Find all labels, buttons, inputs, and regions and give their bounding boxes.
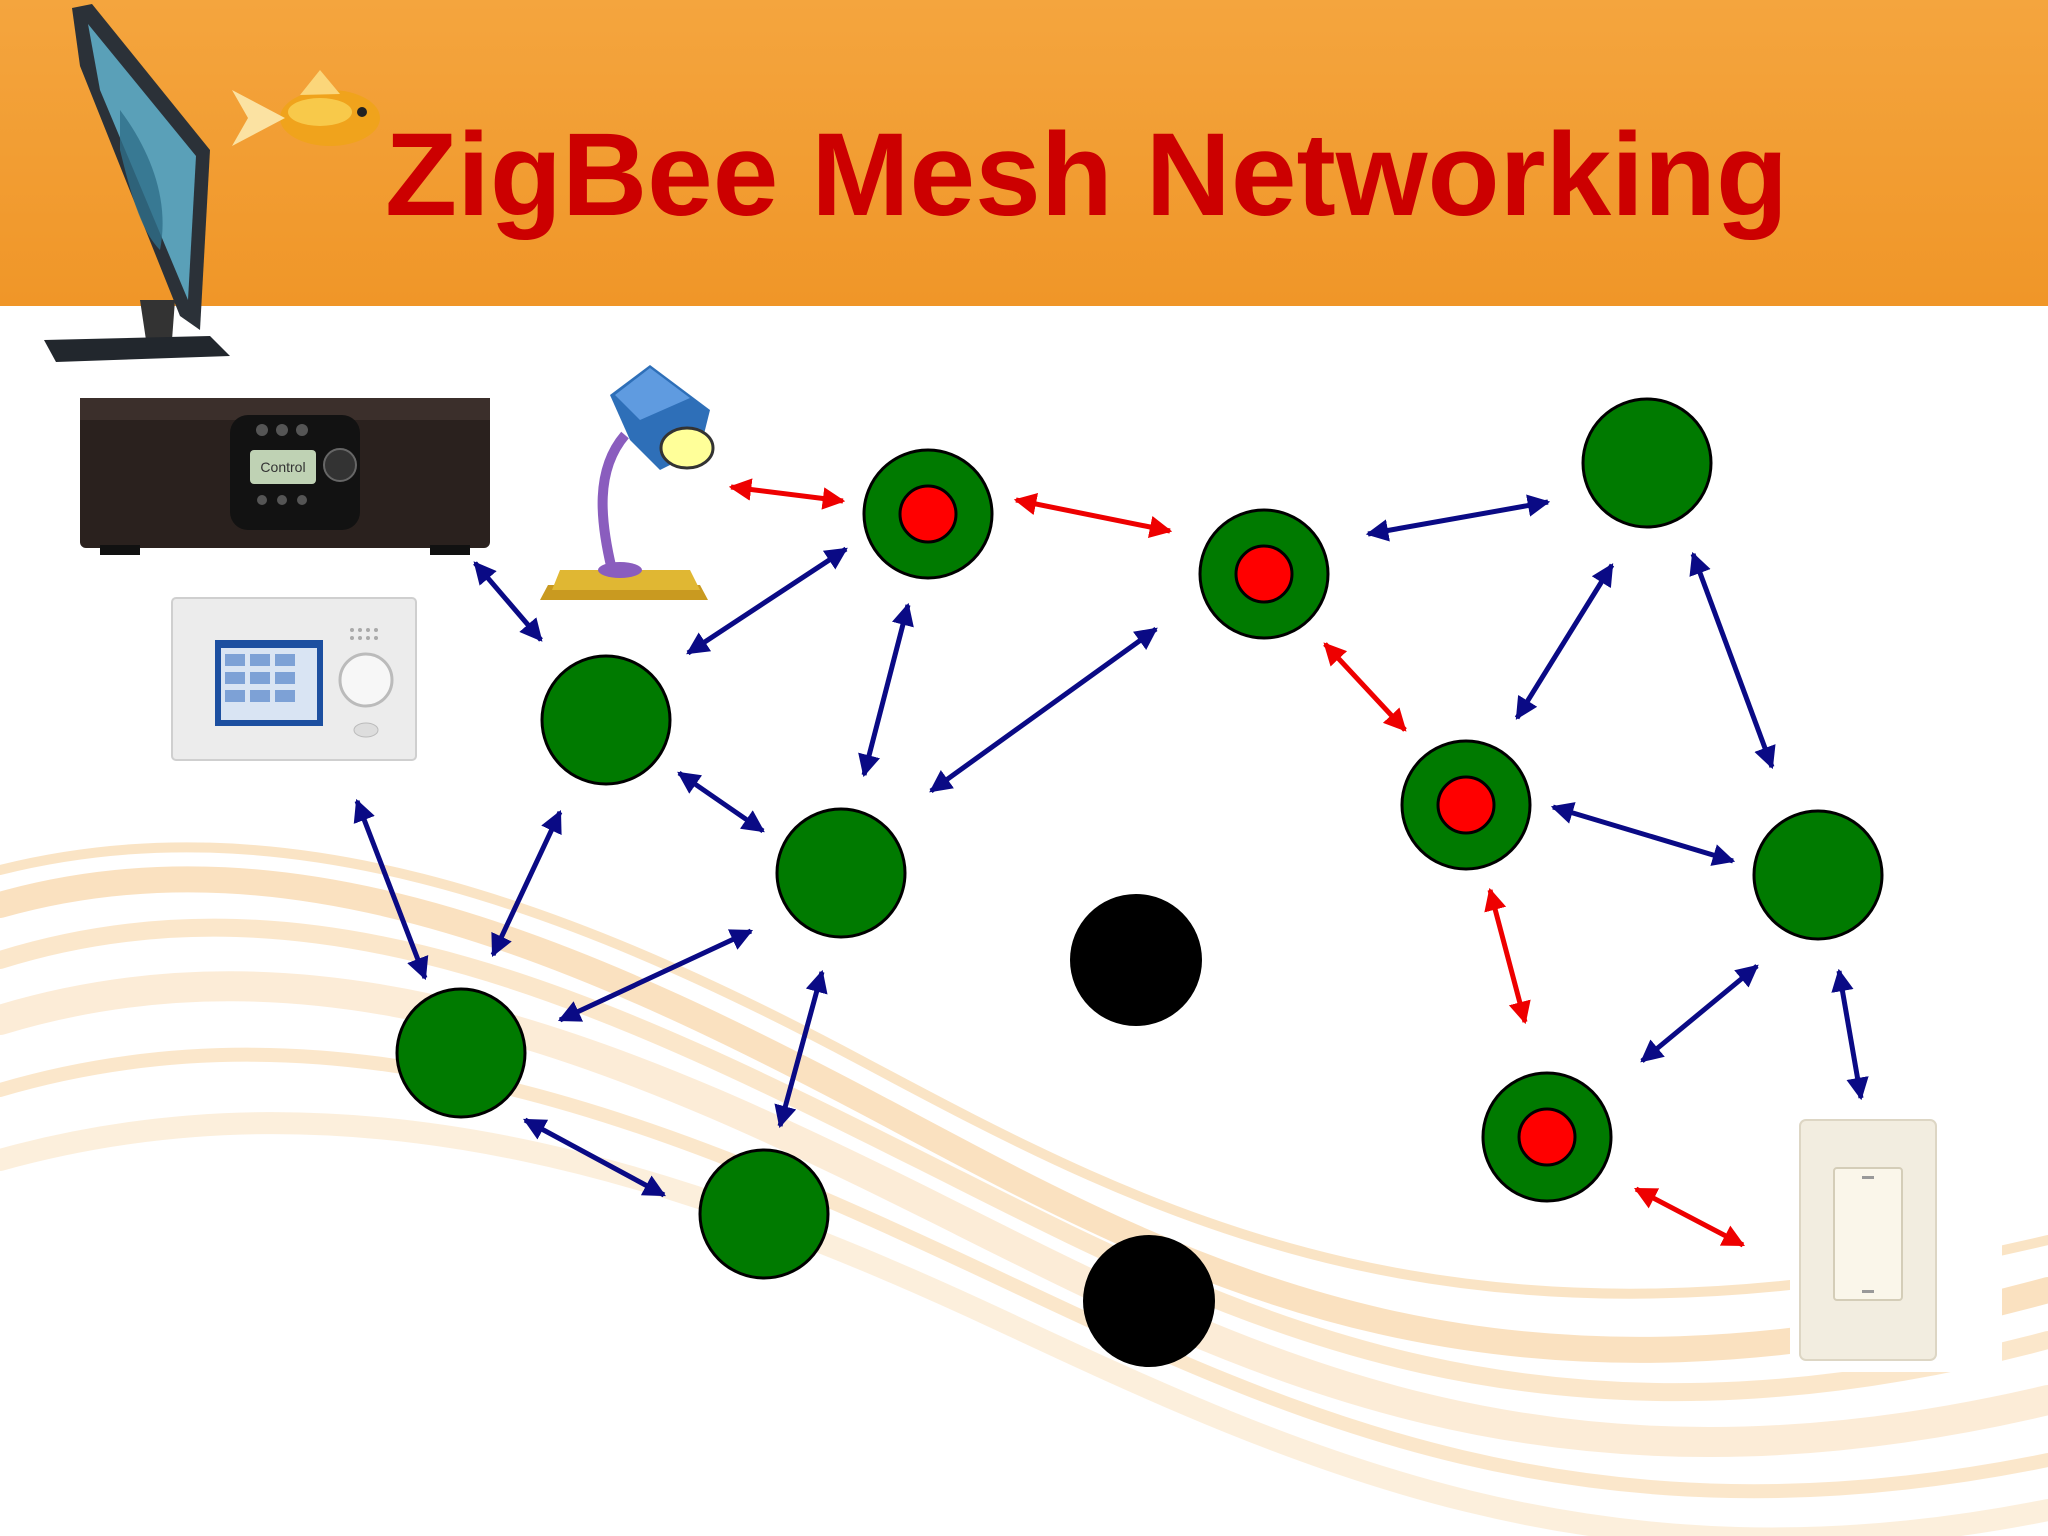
link-router5-switch (1634, 1186, 1745, 1248)
router-node-5-core (1517, 1107, 1577, 1167)
control4-controller-icon: Control (80, 398, 490, 555)
inactive-node-2 (1083, 1235, 1215, 1367)
computer-monitor-icon (44, 4, 230, 362)
link-node1-node3 (490, 809, 563, 958)
mesh-nodes (395, 397, 1884, 1367)
link-router4-node-r (1550, 802, 1736, 866)
link-controller-node1 (473, 561, 543, 642)
link-coordinator-router2 (1013, 492, 1173, 539)
link-node-r-router5 (1640, 964, 1759, 1063)
end-node-4 (698, 1148, 830, 1280)
desk-lamp-icon (540, 365, 715, 600)
end-node-3 (395, 987, 527, 1119)
link-touchpanel-node3 (353, 798, 429, 981)
goldfish-icon (232, 70, 380, 146)
light-switch-icon (1790, 1115, 2002, 1372)
link-coordinator-node1 (686, 546, 848, 656)
end-node-2 (775, 807, 907, 939)
link-router2-node-tr (1365, 494, 1551, 542)
link-node-tr-node-r (1689, 551, 1776, 770)
link-lamp-coordinator (728, 478, 846, 510)
page-title: ZigBee Mesh Networking (385, 109, 1789, 241)
link-node3-node4 (523, 1117, 666, 1198)
end-node-1 (540, 654, 672, 786)
link-coordinator-node2 (858, 602, 914, 778)
end-node-top-right (1581, 397, 1713, 529)
link-node2-node3 (557, 928, 754, 1023)
inactive-node-1 (1070, 894, 1202, 1026)
link-node-r-switch (1831, 968, 1869, 1101)
router-node-2-core (1234, 544, 1294, 604)
link-router2-node2 (929, 626, 1158, 794)
router-node-coordinator-core (898, 484, 958, 544)
controller-screen-text: Control (260, 459, 305, 475)
header-banner (0, 0, 2048, 306)
link-node2-node4 (774, 969, 828, 1129)
link-node1-node2 (677, 770, 765, 834)
end-node-right (1752, 809, 1884, 941)
mesh-links (353, 478, 1869, 1248)
router-node-4-core (1436, 775, 1496, 835)
wave-background (0, 842, 2048, 1536)
link-router4-router5 (1484, 887, 1531, 1025)
wall-touchscreen-icon (171, 597, 417, 761)
link-router2-router4 (1323, 642, 1407, 732)
link-node-tr-router4 (1514, 563, 1615, 720)
